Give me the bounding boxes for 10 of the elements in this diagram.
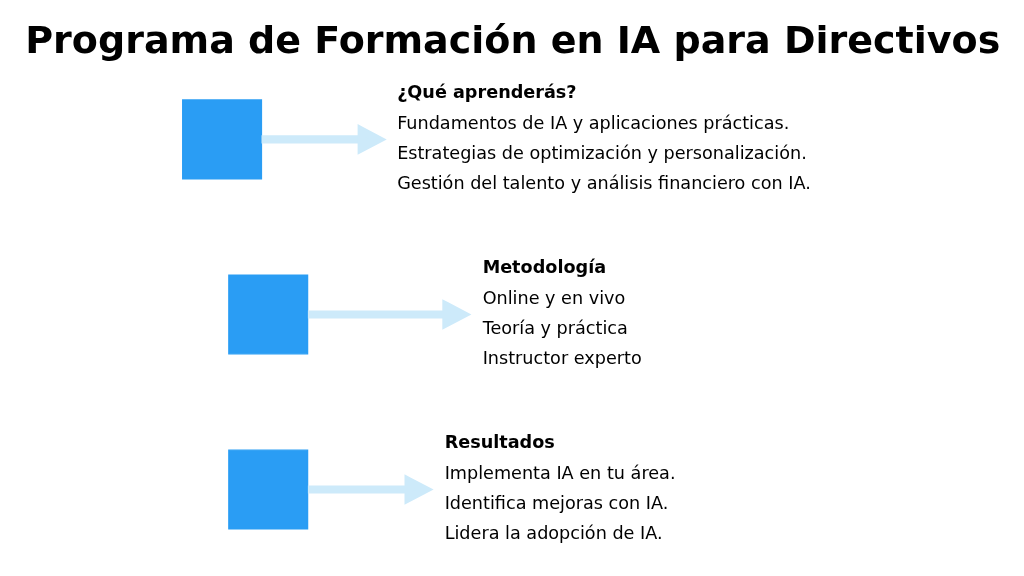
node-box (227, 274, 308, 355)
node-box (181, 99, 262, 180)
diagram-title: Programa de Formación en IA para Directivos (24, 18, 1000, 63)
node-text: Metodología Online y en vivo Teoría y práctica Instructor experto (482, 256, 642, 368)
node-box (227, 449, 308, 530)
node-text: ¿Qué aprenderás? Fundamentos de IA y aplicaciones prácticas. Estrategias de optimización y personalización. Gestión del talento y análisis financiero con IA. (396, 81, 811, 193)
arrow (261, 124, 387, 155)
node-text: Resultados Implementa IA en tu área. Identifica mejoras con IA. Lidera la adopción de IA. (444, 432, 675, 543)
arrow (307, 299, 471, 330)
arrow (307, 474, 434, 505)
